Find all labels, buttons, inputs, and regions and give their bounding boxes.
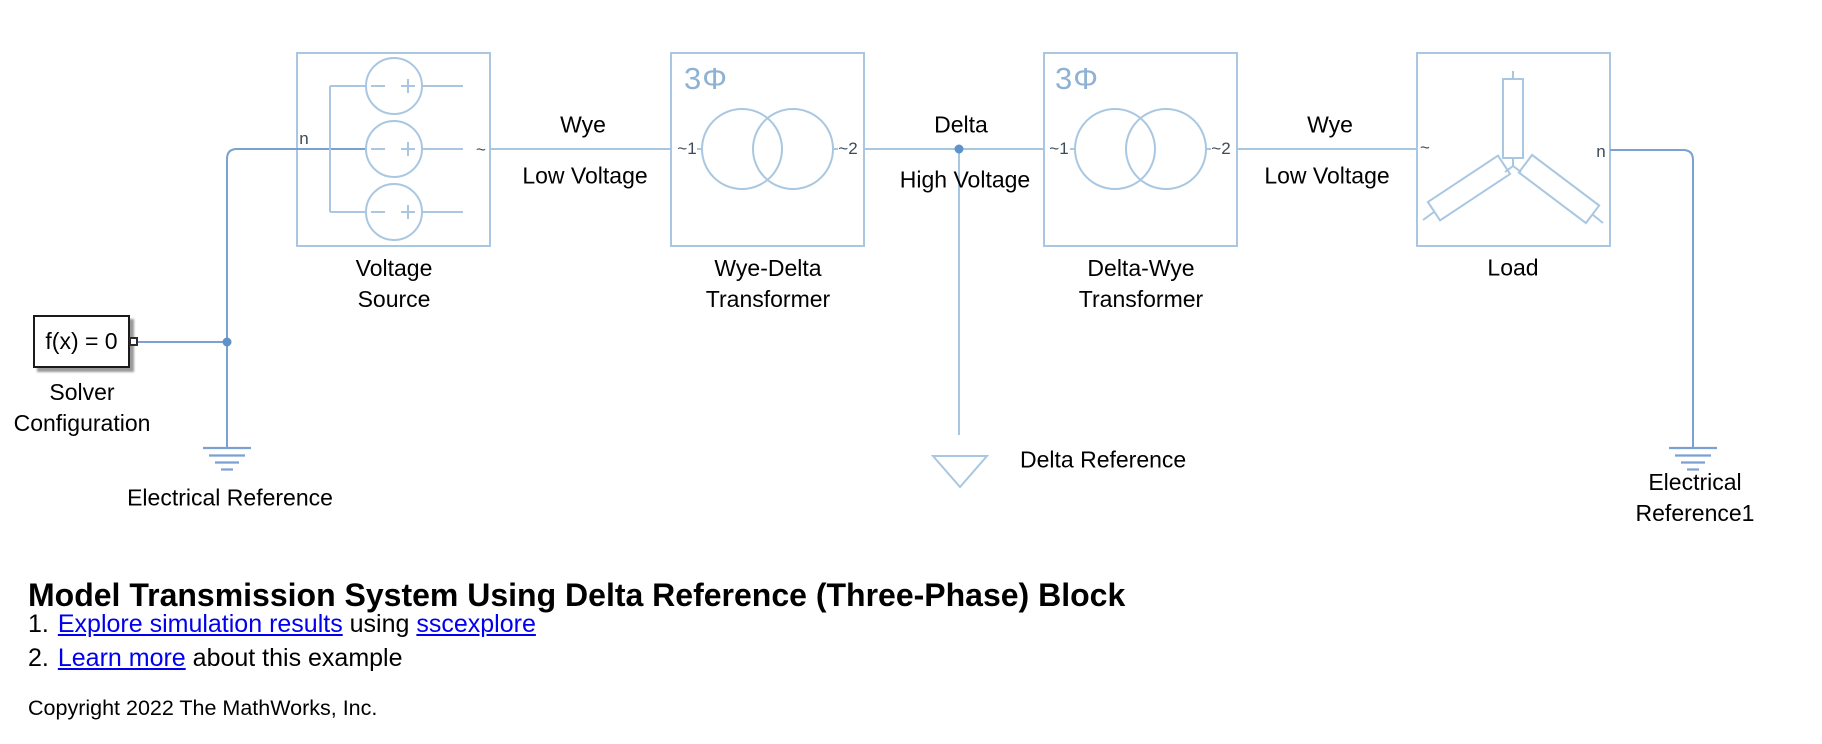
wye-delta-port-1: ~1 <box>677 139 697 158</box>
voltage-source-internals <box>329 57 463 241</box>
delta-wye-transformer-label: Delta-Wye Transformer <box>1078 255 1204 312</box>
delta-wye-port-1: ~1 <box>1049 139 1069 158</box>
delta-reference-label: Delta Reference <box>1020 446 1187 473</box>
electrical-reference1-symbol[interactable] <box>1669 446 1717 471</box>
delta-wye-port-2: ~2 <box>1211 139 1231 158</box>
wire-label-wye-2: Wye <box>1307 111 1353 138</box>
voltage-source-label: Voltage Source <box>355 255 433 312</box>
item2-rest-text: about this example <box>185 644 403 672</box>
wire-label-high-voltage: High Voltage <box>899 166 1031 193</box>
electrical-reference-label: Electrical Reference <box>127 484 333 511</box>
wye-delta-phase-label: 3Φ <box>684 61 728 96</box>
wire-reference-riser[interactable] <box>226 148 366 448</box>
delta-reference-symbol[interactable] <box>930 455 990 489</box>
wire-load-n-to-reference1[interactable] <box>1610 149 1694 448</box>
wye-delta-transformer-label: Wye-Delta Transformer <box>705 255 831 312</box>
sscexplore-link[interactable]: sscexplore <box>416 610 536 638</box>
copyright-notice: Copyright 2022 The MathWorks, Inc. <box>28 696 378 720</box>
learn-more-link[interactable]: Learn more <box>57 644 186 672</box>
wye-delta-transformer-block[interactable] <box>670 52 865 247</box>
instruction-item-1: 1. Explore simulation results using sscex… <box>28 610 536 639</box>
load-port-in: ~ <box>1420 138 1430 157</box>
solver-port-nub[interactable] <box>129 337 138 346</box>
wire-junction-dot-left[interactable] <box>222 337 232 347</box>
delta-wye-phase-label: 3Φ <box>1055 61 1099 96</box>
wire-label-delta: Delta <box>934 111 988 138</box>
voltage-source-port-n: n <box>299 129 309 148</box>
electrical-reference1-label: Electrical Reference1 <box>1635 469 1755 526</box>
load-label: Load <box>1487 254 1539 281</box>
electrical-reference-symbol[interactable] <box>203 446 251 471</box>
wire-label-wye-1: Wye <box>560 111 606 138</box>
model-title: Model Transmission System Using Delta Re… <box>28 577 1126 614</box>
load-internals <box>1422 71 1604 225</box>
instruction-item-2: 2. Learn more about this example <box>28 644 403 673</box>
item2-number: 2. <box>28 644 49 672</box>
solver-configuration-block[interactable]: f(x) = 0 <box>33 315 130 368</box>
voltage-source-port-out: ~ <box>476 140 486 159</box>
delta-wye-internals <box>1070 108 1211 190</box>
wye-delta-port-2: ~2 <box>838 139 858 158</box>
wire-label-low-voltage-2: Low Voltage <box>1264 162 1390 189</box>
load-port-n: n <box>1596 142 1606 161</box>
item1-middle-text: using <box>342 610 417 638</box>
wire-junction-dot-delta[interactable] <box>954 144 964 154</box>
explore-simulation-results-link[interactable]: Explore simulation results <box>57 610 343 638</box>
delta-wye-transformer-block[interactable] <box>1043 52 1238 247</box>
solver-expression: f(x) = 0 <box>45 328 118 354</box>
wye-delta-internals <box>697 108 838 190</box>
item1-number: 1. <box>28 610 49 638</box>
solver-configuration-label: Solver Configuration <box>13 379 151 436</box>
wire-label-low-voltage-1: Low Voltage <box>522 162 648 189</box>
